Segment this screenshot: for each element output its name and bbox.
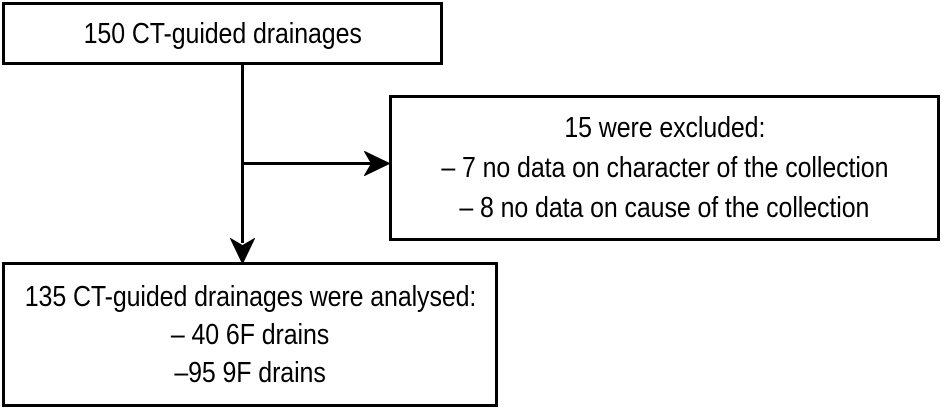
node-analysed-line-2: – 40 6F drains [170,318,330,351]
node-analysed-line-1: 135 CT-guided drainages were analysed: [24,280,476,313]
arrowhead-down-icon [230,238,255,264]
connector-vertical-line [241,63,244,243]
node-excluded-cases: 15 were excluded: – 7 no data on charact… [389,95,940,241]
node-analysed-drainages: 135 CT-guided drainages were analysed: –… [2,262,498,407]
node-analysed-line-3: –95 9F drains [174,356,326,389]
node-total-line-1: 150 CT-guided drainages [83,17,362,50]
connector-horizontal-line [241,162,373,165]
node-excluded-line-1: 15 were excluded: [564,112,765,144]
node-excluded-line-3: – 8 no data on cause of the collection [459,192,870,224]
node-total-drainages: 150 CT-guided drainages [2,2,443,65]
arrowhead-right-icon [364,151,390,176]
node-excluded-line-2: – 7 no data on character of the collecti… [440,152,888,184]
